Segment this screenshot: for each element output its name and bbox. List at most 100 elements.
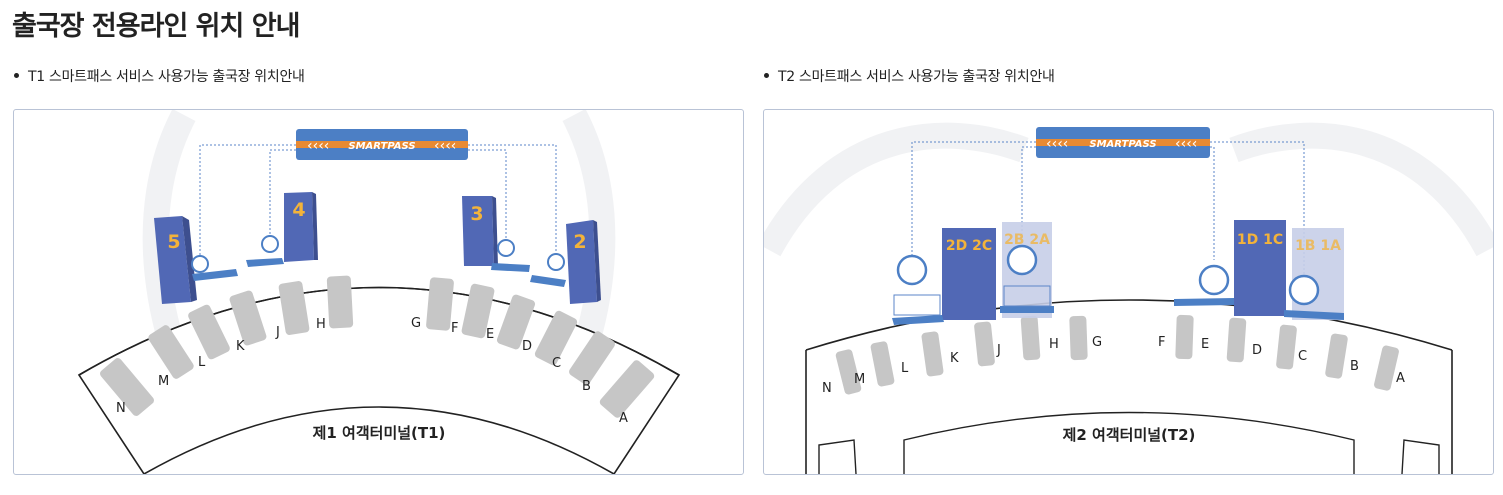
pillar-number: 2 <box>573 231 586 253</box>
t1-pillar-2: 2 <box>566 220 601 304</box>
gate-letter: F <box>451 321 458 336</box>
t1-section-label-text: T1 스마트패스 서비스 사용가능 출국장 위치안내 <box>28 69 305 85</box>
page-title: 출국장 전용라인 위치 안내 <box>12 11 300 42</box>
t1-pillar-5: 5 <box>154 216 197 304</box>
t2-section-label-text: T2 스마트패스 서비스 사용가능 출국장 위치안내 <box>778 69 1055 85</box>
gate-block <box>188 304 230 360</box>
t2-pillar-1d1c: 1D 1C <box>1234 220 1286 316</box>
gate-letter: G <box>411 316 421 331</box>
t2-inner-arc <box>903 411 1355 474</box>
gate-letter: G <box>1092 335 1102 350</box>
gate-letter: K <box>236 339 245 354</box>
gate-letter: N <box>822 381 832 396</box>
t2-lane-markers <box>892 244 1344 325</box>
gate-block <box>1226 317 1247 363</box>
gate-block <box>534 310 578 366</box>
lane-mat <box>892 315 944 325</box>
chevron-right-icon: ‹‹‹‹ <box>434 138 456 154</box>
gate-block <box>835 349 862 395</box>
gate-letter: M <box>854 372 865 387</box>
footprint-icon <box>1288 274 1320 306</box>
gate-block <box>426 277 454 331</box>
connector-line <box>468 144 557 255</box>
banner-stripe <box>1036 139 1210 146</box>
t1-map: N M L K J H G F E D C B A 제1 여객터미널(T1) ‹… <box>77 110 681 474</box>
t1-lane-markers <box>191 235 566 287</box>
gate-block <box>229 290 267 346</box>
lane-mat <box>246 258 284 267</box>
gate-letter: E <box>1201 337 1209 352</box>
pillar-number: 1B 1A <box>1295 238 1341 254</box>
lane-mat <box>1000 306 1054 313</box>
gate-letter: H <box>316 317 326 332</box>
gate-letter: J <box>275 325 280 340</box>
banner-stripe <box>296 141 468 148</box>
bullet-icon <box>14 72 19 78</box>
gate-block <box>1374 345 1399 391</box>
footprint-icon <box>1006 244 1038 276</box>
footprint-icon <box>261 235 279 253</box>
gate-block <box>921 331 944 377</box>
gate-letter: C <box>1298 349 1307 364</box>
connector-line <box>468 149 507 242</box>
gate-letter: D <box>522 339 532 354</box>
t2-bg-swirl <box>764 122 1029 257</box>
t1-pillar-4: 4 <box>284 192 318 262</box>
footprint-icon <box>497 239 515 257</box>
t1-pillar-3: 3 <box>462 196 498 266</box>
t2-map: N M L K J H G F E D C B A 제2 여객터미널(T2) ‹… <box>764 122 1493 474</box>
footprint-icon <box>896 254 928 286</box>
connector-line <box>1210 146 1215 260</box>
t2-smartpass-banner: ‹‹‹‹ ‹‹‹‹ SMARTPASS <box>1036 127 1210 158</box>
t2-map-panel: N M L K J H G F E D C B A 제2 여객터미널(T2) ‹… <box>763 109 1494 475</box>
footprint-icon <box>1198 264 1230 296</box>
pillar-number: 2B 2A <box>1004 232 1050 248</box>
chevron-right-icon: ‹‹‹‹ <box>1175 136 1197 152</box>
t1-section-label: T1 스마트패스 서비스 사용가능 출국장 위치안내 <box>14 66 305 86</box>
gate-letter: N <box>116 401 126 416</box>
gate-letter: B <box>1350 359 1359 374</box>
lane-gate <box>1003 285 1051 307</box>
banner-brand: SMARTPASS <box>1089 139 1156 150</box>
connector-line <box>199 144 296 260</box>
banner-brand: SMARTPASS <box>348 141 415 152</box>
gate-letter: C <box>552 356 561 371</box>
t2-terminal-name: 제2 여객터미널(T2) <box>1063 426 1196 444</box>
gate-letter: L <box>901 361 909 376</box>
lane-mat <box>491 263 530 272</box>
gate-block <box>148 325 194 379</box>
t2-gate-blocks <box>835 314 1399 395</box>
gate-letter: A <box>1396 371 1405 386</box>
t2-section-label: T2 스마트패스 서비스 사용가능 출국장 위치안내 <box>764 66 1055 86</box>
gate-block <box>1325 333 1348 379</box>
gate-letter: J <box>996 343 1001 358</box>
gate-block <box>1020 315 1041 361</box>
connector-line <box>911 141 1036 260</box>
gate-letter: B <box>582 379 591 394</box>
t1-gate-blocks <box>100 275 655 418</box>
gate-letter: A <box>619 411 628 426</box>
gate-block <box>1069 315 1088 361</box>
gate-letter: K <box>950 351 959 366</box>
connector-line <box>1021 146 1036 238</box>
gate-block <box>461 283 495 339</box>
pillar-number: 1D 1C <box>1237 232 1283 248</box>
gate-block <box>599 360 655 418</box>
lane-mat <box>1284 310 1344 320</box>
t1-map-panel: N M L K J H G F E D C B A 제1 여객터미널(T1) ‹… <box>13 109 744 475</box>
pillar-number: 2D 2C <box>946 238 992 254</box>
t2-terminal-outline <box>805 299 1453 351</box>
gate-block <box>278 281 310 335</box>
gate-block <box>100 358 154 416</box>
bullet-icon <box>764 72 769 78</box>
gate-letter: D <box>1252 343 1262 358</box>
gate-letter: M <box>158 374 169 389</box>
gate-block <box>569 331 615 385</box>
gate-block <box>1276 324 1297 370</box>
gate-block <box>496 294 536 350</box>
gate-letter: E <box>486 327 494 342</box>
t2-pillar-1b1a: 1B 1A <box>1292 228 1344 320</box>
gate-block <box>326 275 354 329</box>
pillar-number: 4 <box>292 199 305 221</box>
gate-block <box>870 341 895 387</box>
